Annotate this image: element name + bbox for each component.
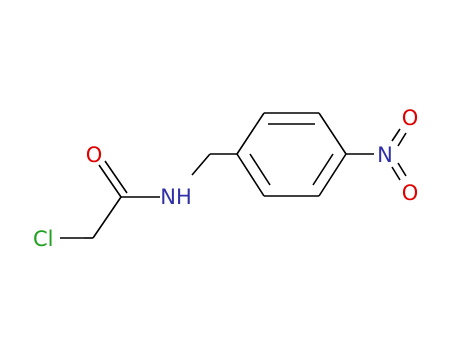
atom-label-o-carbonyl: O (86, 143, 103, 167)
ring-inner-3 (249, 153, 271, 186)
atom-label-cl: Cl (33, 227, 54, 251)
bond-nitro-o-top-1 (391, 128, 401, 142)
atom-label-n-nitro: N (377, 143, 393, 167)
ring-bond-1 (236, 112, 265, 155)
bond-ch2-carbonyl (92, 196, 122, 239)
bond-nh-benzyl (191, 153, 211, 176)
bond-nitro-o-bottom-1 (391, 166, 401, 181)
bond-carbonyl-double-1 (98, 164, 122, 198)
ring-bond-6 (236, 153, 265, 197)
atom-label-nh: NH (160, 185, 192, 209)
atom-label-o-nitro-top: O (402, 106, 419, 130)
atom-label-o-nitro-bottom: O (402, 181, 419, 205)
bond-nitro-o-top-2 (397, 132, 407, 147)
ring-inner-2 (312, 153, 334, 186)
ring-bond-4 (318, 153, 347, 197)
ring-bond-3 (318, 112, 347, 155)
bond-nitro-o-bottom-2 (397, 162, 407, 177)
bond-carbonyl-double-2 (104, 160, 128, 194)
